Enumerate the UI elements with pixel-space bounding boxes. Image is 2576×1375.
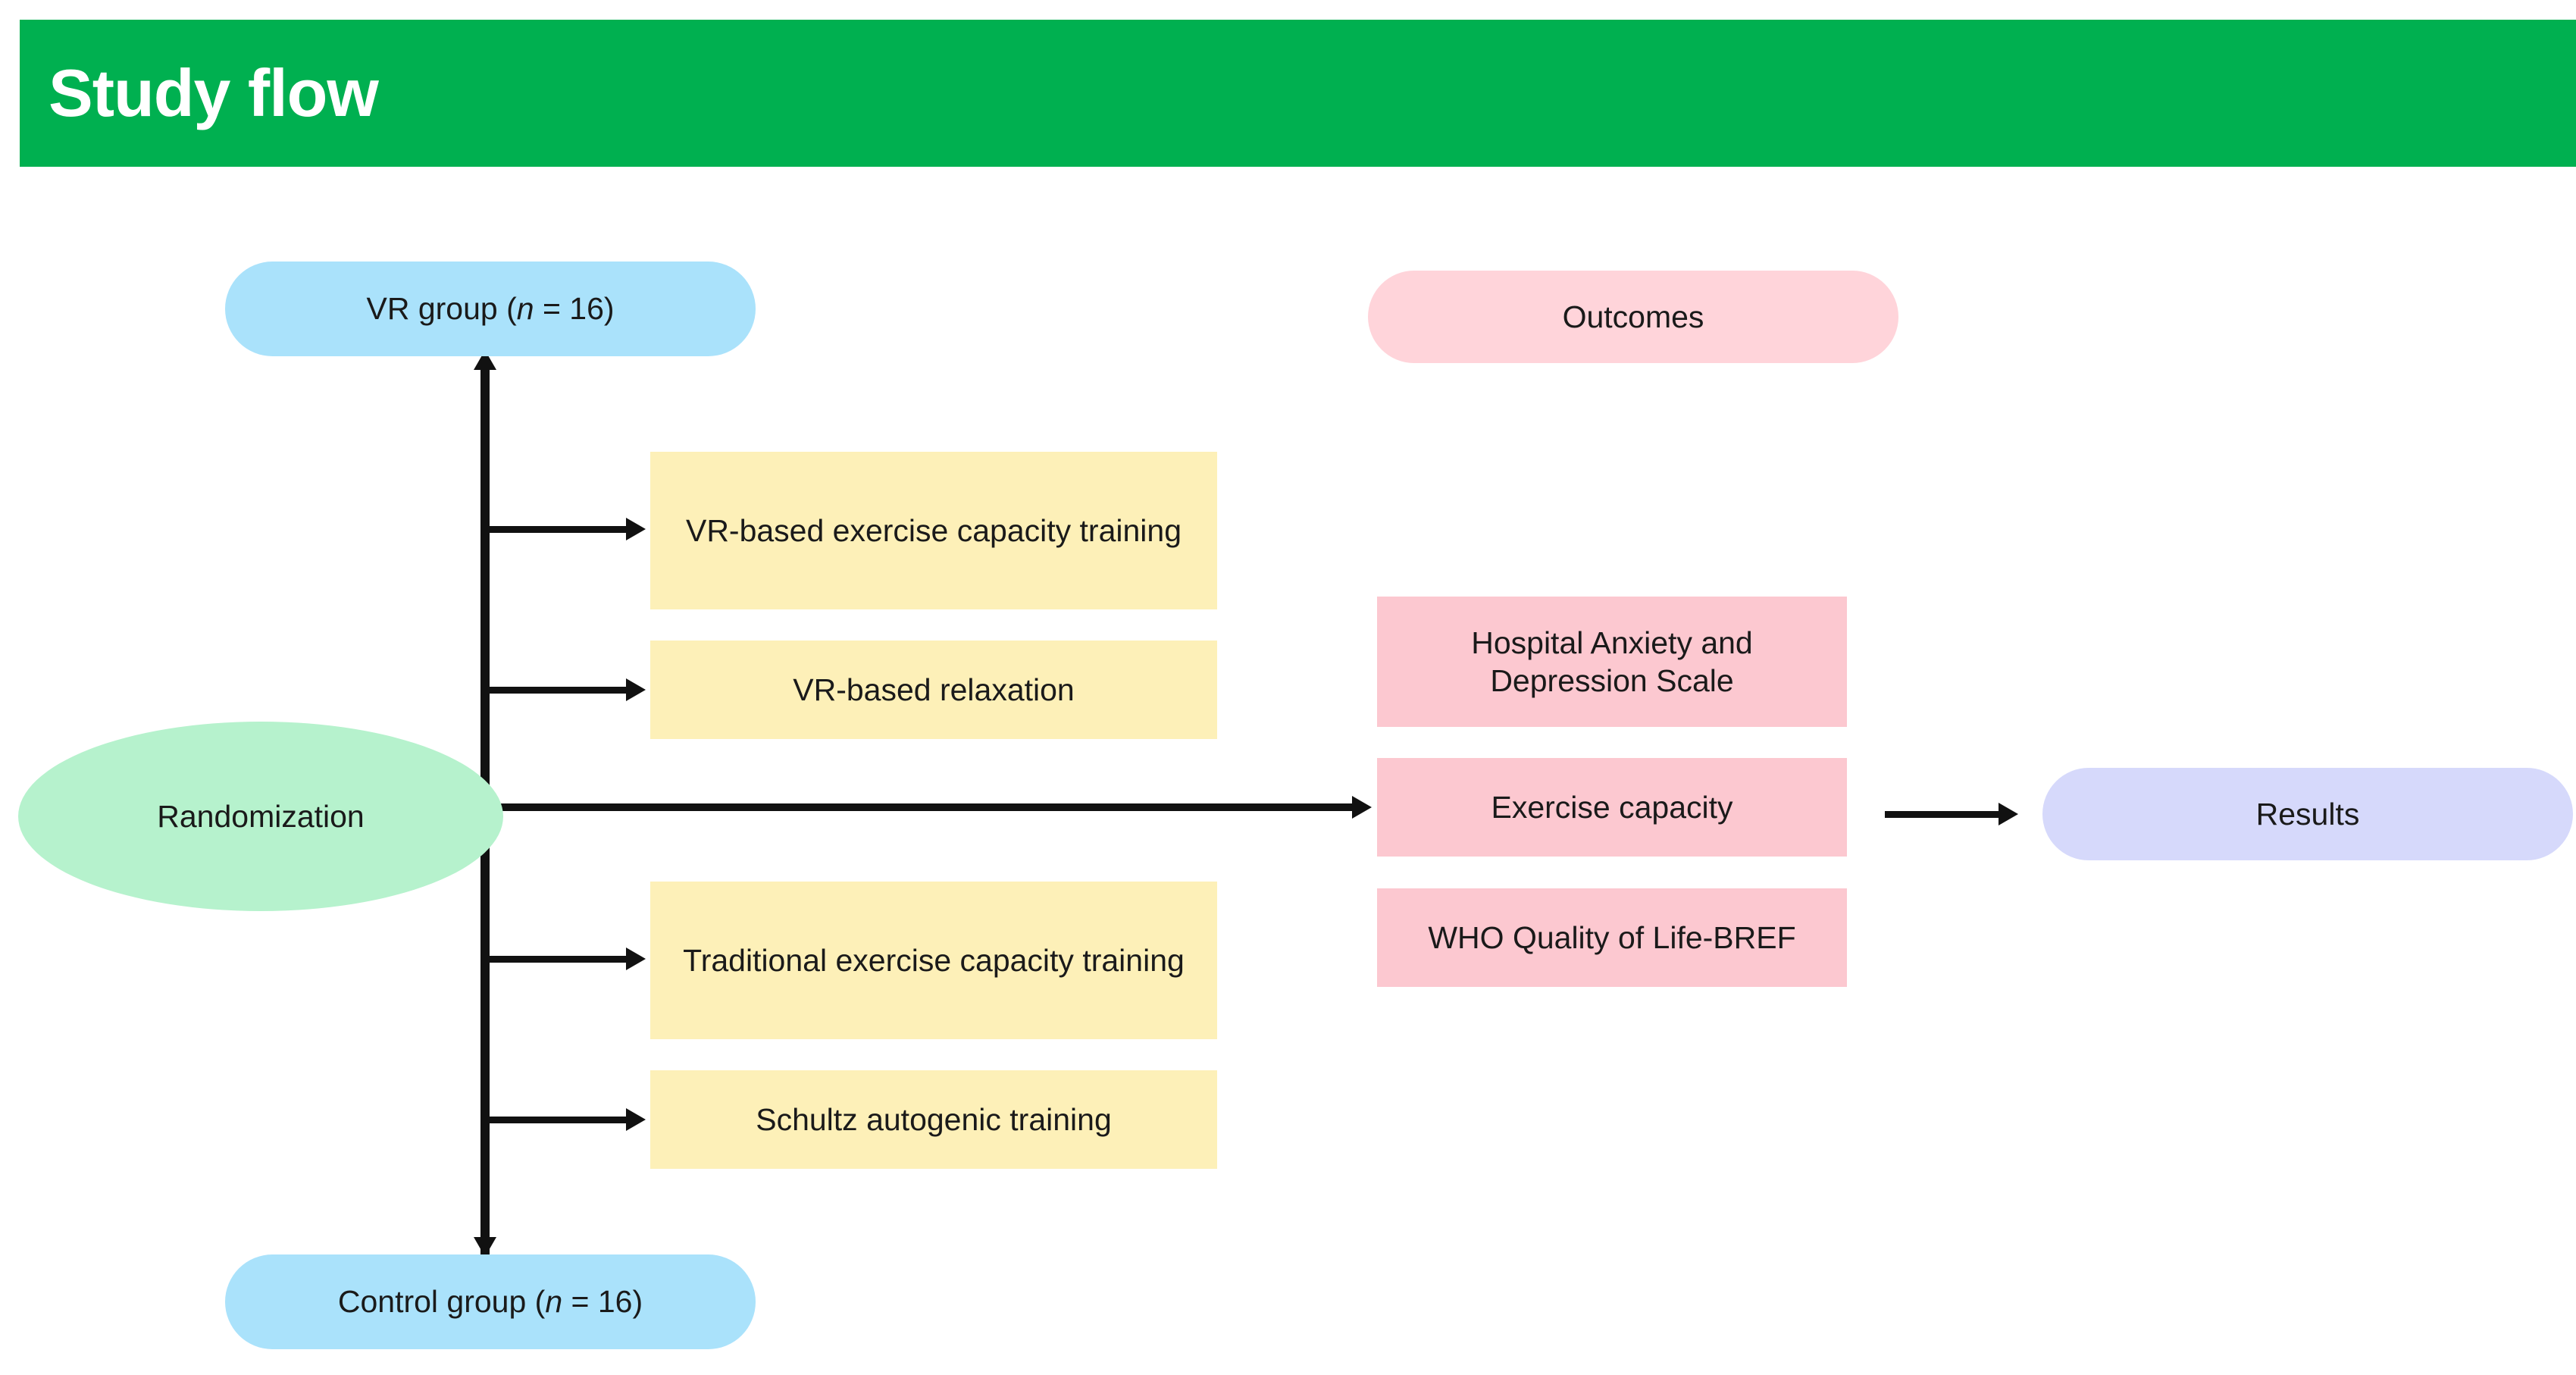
node-vr-group[interactable]: VR group (n = 16): [225, 262, 756, 356]
node-vr-group-label: VR group (n = 16): [352, 290, 628, 327]
outcome-label: Hospital Anxiety and Depression Scale: [1471, 625, 1753, 698]
outcome-box-exercise-capacity[interactable]: Exercise capacity: [1377, 758, 1847, 857]
outcome-box-hospital-anxiety-and-depression-scale[interactable]: Hospital Anxiety and Depression Scale: [1377, 597, 1847, 727]
edge-to-schultz-line: [485, 1117, 628, 1123]
node-results-label: Results: [2255, 796, 2360, 832]
edge-outcomes-to-results-line: [1885, 811, 2000, 818]
outcome-box-who-quality-of-life-bref[interactable]: WHO Quality of Life-BREF: [1377, 888, 1847, 987]
intervention-label: VR-based relaxation: [793, 672, 1075, 707]
node-vr-group-label-prefix: VR group (: [366, 291, 517, 327]
edge-to-traditional-exercise-arrowhead-icon: [626, 947, 646, 970]
intervention-box-traditional-exercise-capacity-training[interactable]: Traditional exercise capacity training: [650, 882, 1217, 1039]
node-vr-group-label-italic: n: [516, 291, 534, 327]
edge-to-vr-relaxation-arrowhead-icon: [626, 678, 646, 701]
edge-to-vr-exercise-line: [485, 526, 628, 533]
intervention-label: Schultz autogenic training: [756, 1101, 1112, 1137]
edge-randomization-to-outcomes-line: [485, 803, 1354, 811]
spine-arrowhead-down-icon: [474, 1237, 496, 1257]
node-randomization-label: Randomization: [157, 798, 365, 834]
node-control-group-label-italic: n: [545, 1284, 563, 1320]
node-randomization[interactable]: Randomization: [18, 722, 503, 911]
node-control-group-label: Control group (n = 16): [324, 1283, 656, 1320]
header-banner: Study flow: [20, 20, 2576, 167]
edge-to-vr-relaxation-line: [485, 687, 628, 694]
outcome-label: WHO Quality of Life-BREF: [1428, 919, 1796, 955]
outcome-label: Exercise capacity: [1491, 789, 1733, 825]
node-outcomes-header[interactable]: Outcomes: [1368, 271, 1898, 363]
node-vr-group-label-suffix: = 16): [534, 291, 615, 327]
intervention-label: Traditional exercise capacity training: [683, 942, 1185, 978]
node-control-group-label-suffix: = 16): [562, 1284, 643, 1320]
page-title: Study flow: [49, 55, 379, 130]
intervention-box-vr-relaxation[interactable]: VR-based relaxation: [650, 641, 1217, 739]
intervention-box-vr-exercise-capacity-training[interactable]: VR-based exercise capacity training: [650, 452, 1217, 609]
edge-to-traditional-exercise-line: [485, 956, 628, 963]
edge-to-vr-exercise-arrowhead-icon: [626, 518, 646, 540]
intervention-label: VR-based exercise capacity training: [685, 512, 1182, 548]
node-results[interactable]: Results: [2042, 768, 2573, 860]
intervention-box-schultz-autogenic-training[interactable]: Schultz autogenic training: [650, 1070, 1217, 1169]
edge-to-schultz-arrowhead-icon: [626, 1108, 646, 1131]
node-control-group[interactable]: Control group (n = 16): [225, 1254, 756, 1349]
edge-randomization-to-outcomes-arrowhead-icon: [1352, 796, 1372, 819]
node-control-group-label-prefix: Control group (: [337, 1284, 546, 1320]
edge-outcomes-to-results-arrowhead-icon: [1999, 803, 2018, 825]
node-outcomes-label: Outcomes: [1562, 299, 1704, 334]
